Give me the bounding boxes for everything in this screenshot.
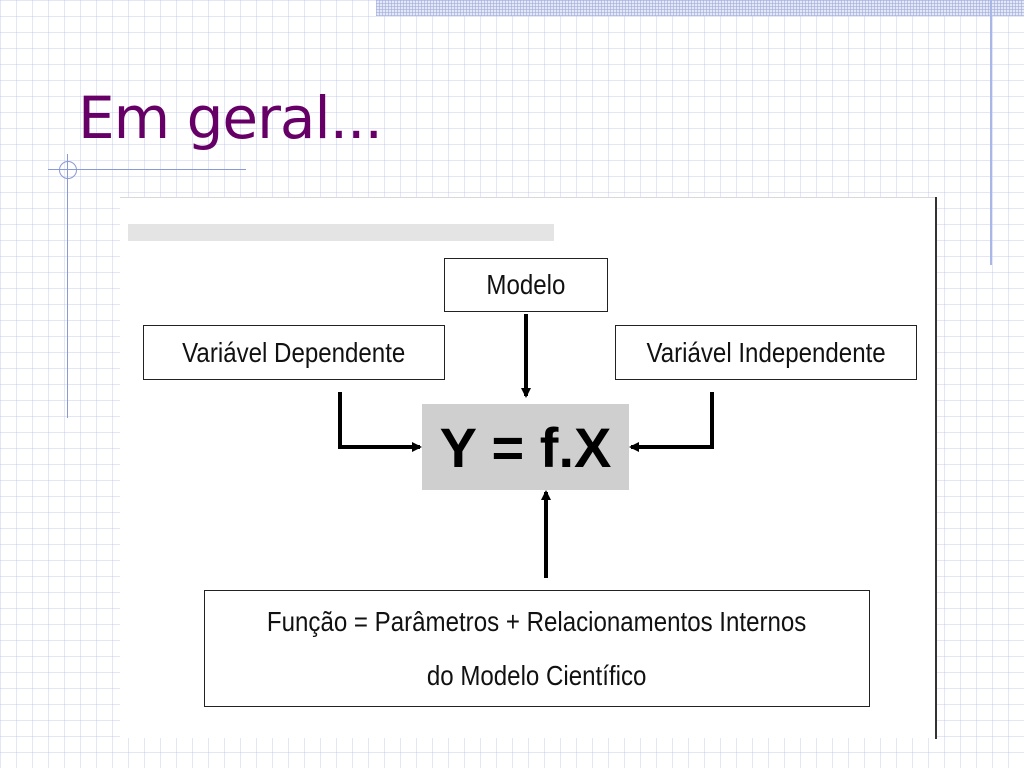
function-line-1: Função = Parâmetros + Relacionamentos In… [267,605,807,637]
function-box: Função = Parâmetros + Relacionamentos In… [204,590,870,707]
dependent-variable-box: Variável Dependente [143,325,445,380]
independent-variable-box: Variável Independente [615,325,917,380]
title-underline [48,169,246,170]
accent-circle [59,161,77,179]
dependent-arrow [338,392,422,452]
dependent-variable-label: Variável Dependente [182,336,406,368]
decorative-top-bar [376,0,1024,16]
figure-header-bar [128,224,554,241]
function-line-2: do Modelo Científico [427,659,647,691]
slide-title: Em geral... [78,84,383,152]
model-label: Modelo [486,269,566,300]
model-box: Modelo [444,258,608,312]
formula-text: Y = f.X [439,415,612,479]
formula-box: Y = f.X [422,404,629,490]
figure-right-edge [935,197,937,739]
independent-variable-label: Variável Independente [646,336,886,368]
figure-top-edge [120,197,936,198]
decorative-right-rule [990,0,992,265]
independent-arrow [629,392,714,452]
left-accent-line [67,154,68,418]
